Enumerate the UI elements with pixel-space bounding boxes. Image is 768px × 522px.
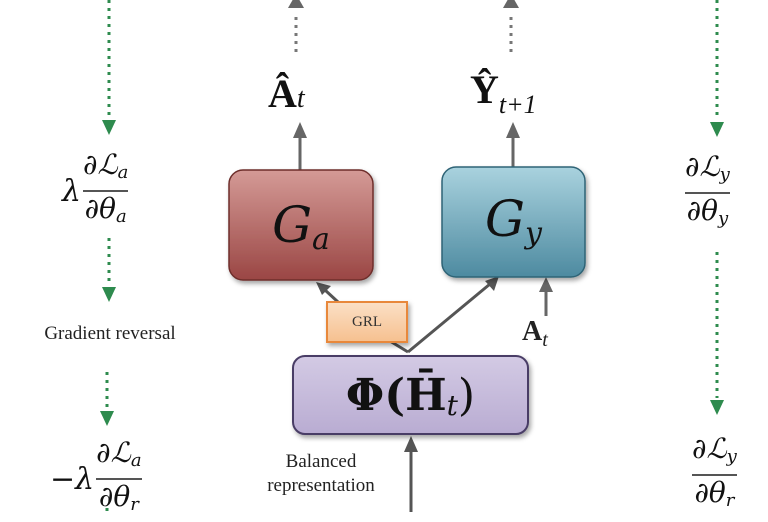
gradient-left-top: λ ∂ℒa ∂θa bbox=[62, 148, 129, 234]
a-hat-symbol: Â bbox=[268, 71, 297, 116]
gradient-left-bottom: −λ ∂ℒa ∂θr bbox=[50, 436, 142, 522]
arrow-input-to-phi bbox=[404, 436, 418, 512]
a-hat-subscript: t bbox=[296, 83, 305, 114]
fraction-bar bbox=[83, 190, 129, 192]
arrow-ga-to-a-hat bbox=[293, 122, 307, 170]
frac-numerator: ∂ℒ bbox=[83, 148, 118, 181]
grl-text: GRL bbox=[352, 313, 382, 330]
phi-close: ) bbox=[457, 369, 476, 421]
fraction-bar bbox=[692, 474, 737, 476]
frac-prefix: −λ bbox=[50, 461, 95, 497]
input-at-label: At bbox=[522, 316, 548, 351]
left-gradient-arrow-middle bbox=[102, 238, 116, 302]
gy-sub: y bbox=[525, 215, 542, 251]
output-arrow-a-hat bbox=[288, 0, 304, 52]
ga-box bbox=[228, 169, 374, 281]
arrow-grl-to-ga bbox=[316, 282, 340, 304]
frac-denominator: ∂θ bbox=[98, 480, 131, 513]
frac-denominator: ∂θ bbox=[84, 192, 117, 225]
gradient-right-top: ∂ℒy ∂θy bbox=[683, 150, 730, 236]
gradient-right-bottom: ∂ℒy ∂θr bbox=[690, 432, 737, 518]
at-subscript: t bbox=[542, 329, 548, 351]
frac-prefix: λ bbox=[62, 173, 82, 209]
gy-box bbox=[441, 166, 586, 278]
frac-numerator: ∂ℒ bbox=[692, 432, 727, 465]
y-hat-subscript: t+1 bbox=[498, 90, 537, 119]
frac-num-sub: y bbox=[719, 164, 730, 185]
frac-numerator: ∂ℒ bbox=[685, 150, 720, 183]
balanced-line2: representation bbox=[267, 475, 375, 496]
frac-numerator: ∂ℒ bbox=[96, 436, 131, 469]
phi-label: Φ(H̄t) bbox=[293, 356, 528, 434]
fraction-bar bbox=[96, 478, 142, 480]
frac-den-sub: r bbox=[130, 494, 139, 515]
frac-num-sub: a bbox=[117, 162, 129, 183]
balanced-representation-label: Balanced representation bbox=[246, 450, 396, 498]
frac-denominator: ∂θ bbox=[694, 476, 726, 509]
arrow-gy-to-y-hat bbox=[506, 122, 520, 168]
fraction-bar bbox=[685, 192, 730, 194]
grl-box bbox=[326, 301, 408, 343]
frac-den-sub: r bbox=[725, 490, 735, 511]
frac-num-sub: y bbox=[726, 446, 737, 467]
ga-sub: a bbox=[312, 221, 330, 257]
phi-box bbox=[292, 355, 529, 435]
y-hat-symbol: Ŷ bbox=[470, 67, 499, 112]
gradient-reversal-label: Gradient reversal bbox=[44, 323, 176, 344]
gy-main: G bbox=[485, 190, 525, 248]
output-y-hat-label: Ŷt+1 bbox=[470, 66, 537, 119]
right-gradient-arrow-top bbox=[710, 0, 724, 137]
arrow-at-to-gy bbox=[539, 277, 553, 316]
frac-num-sub: a bbox=[130, 450, 142, 471]
phi-sub: t bbox=[446, 388, 458, 422]
right-gradient-arrow-bottom bbox=[710, 252, 724, 415]
output-a-hat-label: Ât bbox=[268, 70, 305, 117]
frac-den-sub: a bbox=[116, 206, 127, 227]
arrow-phi-to-gy bbox=[407, 276, 499, 354]
left-gradient-arrow-top bbox=[102, 0, 116, 135]
ga-main: G bbox=[272, 196, 313, 254]
output-arrow-y-hat bbox=[503, 0, 519, 52]
phi-main: Φ(H̄ bbox=[345, 369, 447, 421]
left-gradient-arrow-bottom bbox=[100, 372, 114, 426]
balanced-line1: Balanced bbox=[285, 451, 357, 472]
at-symbol: A bbox=[522, 316, 543, 347]
frac-denominator: ∂θ bbox=[686, 194, 718, 227]
frac-den-sub: y bbox=[718, 208, 729, 229]
grl-label: GRL bbox=[327, 302, 407, 342]
